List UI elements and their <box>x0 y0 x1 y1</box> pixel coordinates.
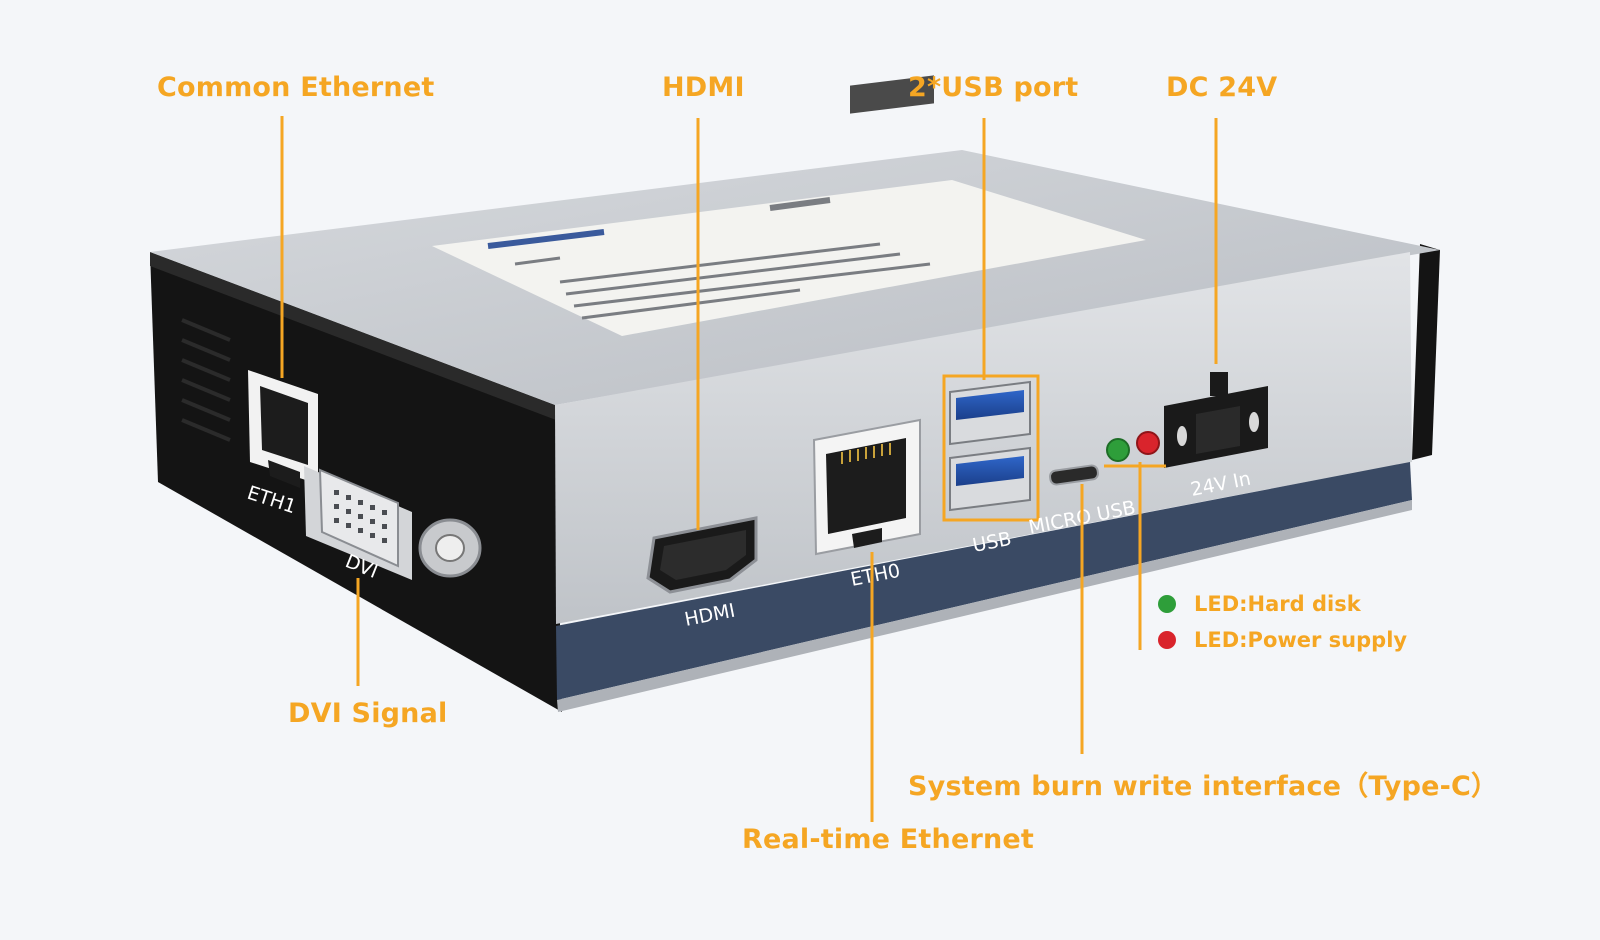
sticker-qr-code <box>850 75 934 114</box>
eth1-port <box>248 370 318 488</box>
device-left-side <box>150 252 562 712</box>
dvi-port <box>304 466 482 580</box>
led-hard-disk <box>1106 438 1130 462</box>
callout-hdmi: HDMI <box>662 72 745 103</box>
callout-dvi-signal: DVI Signal <box>288 698 448 729</box>
device-front-band <box>556 462 1412 700</box>
legend-red-dot-icon <box>1158 631 1176 649</box>
callout-realtime-ethernet: Real-time Ethernet <box>742 824 1035 855</box>
sticker-text-lines <box>487 197 931 320</box>
usb-ports <box>942 374 1040 522</box>
device-left-side-shade <box>150 252 556 420</box>
sticker-label <box>432 180 1146 336</box>
led-power-supply <box>1136 431 1160 455</box>
legend-hard-disk-label: LED:Hard disk <box>1194 592 1361 616</box>
callout-common-ethernet: Common Ethernet <box>157 72 435 103</box>
device-front-bottom <box>557 500 1412 712</box>
legend-power-supply-label: LED:Power supply <box>1194 628 1408 652</box>
dc-power-port <box>1164 372 1268 468</box>
vent-slots <box>181 318 231 442</box>
legend-green-dot-icon <box>1158 595 1176 613</box>
micro-usb-port <box>1049 464 1099 486</box>
legend-hard-disk: LED:Hard disk <box>1158 592 1361 616</box>
callout-usb-ports: 2*USB port <box>908 72 1079 103</box>
eth0-port <box>812 418 921 556</box>
device-right-edge <box>1412 244 1440 460</box>
leader-lines <box>280 116 1218 822</box>
legend-power-supply: LED:Power supply <box>1158 628 1407 652</box>
callout-burn-interface: System burn write interface（Type-C） <box>908 771 1499 802</box>
callout-dc-power: DC 24V <box>1166 72 1278 103</box>
hdmi-port <box>646 516 758 594</box>
